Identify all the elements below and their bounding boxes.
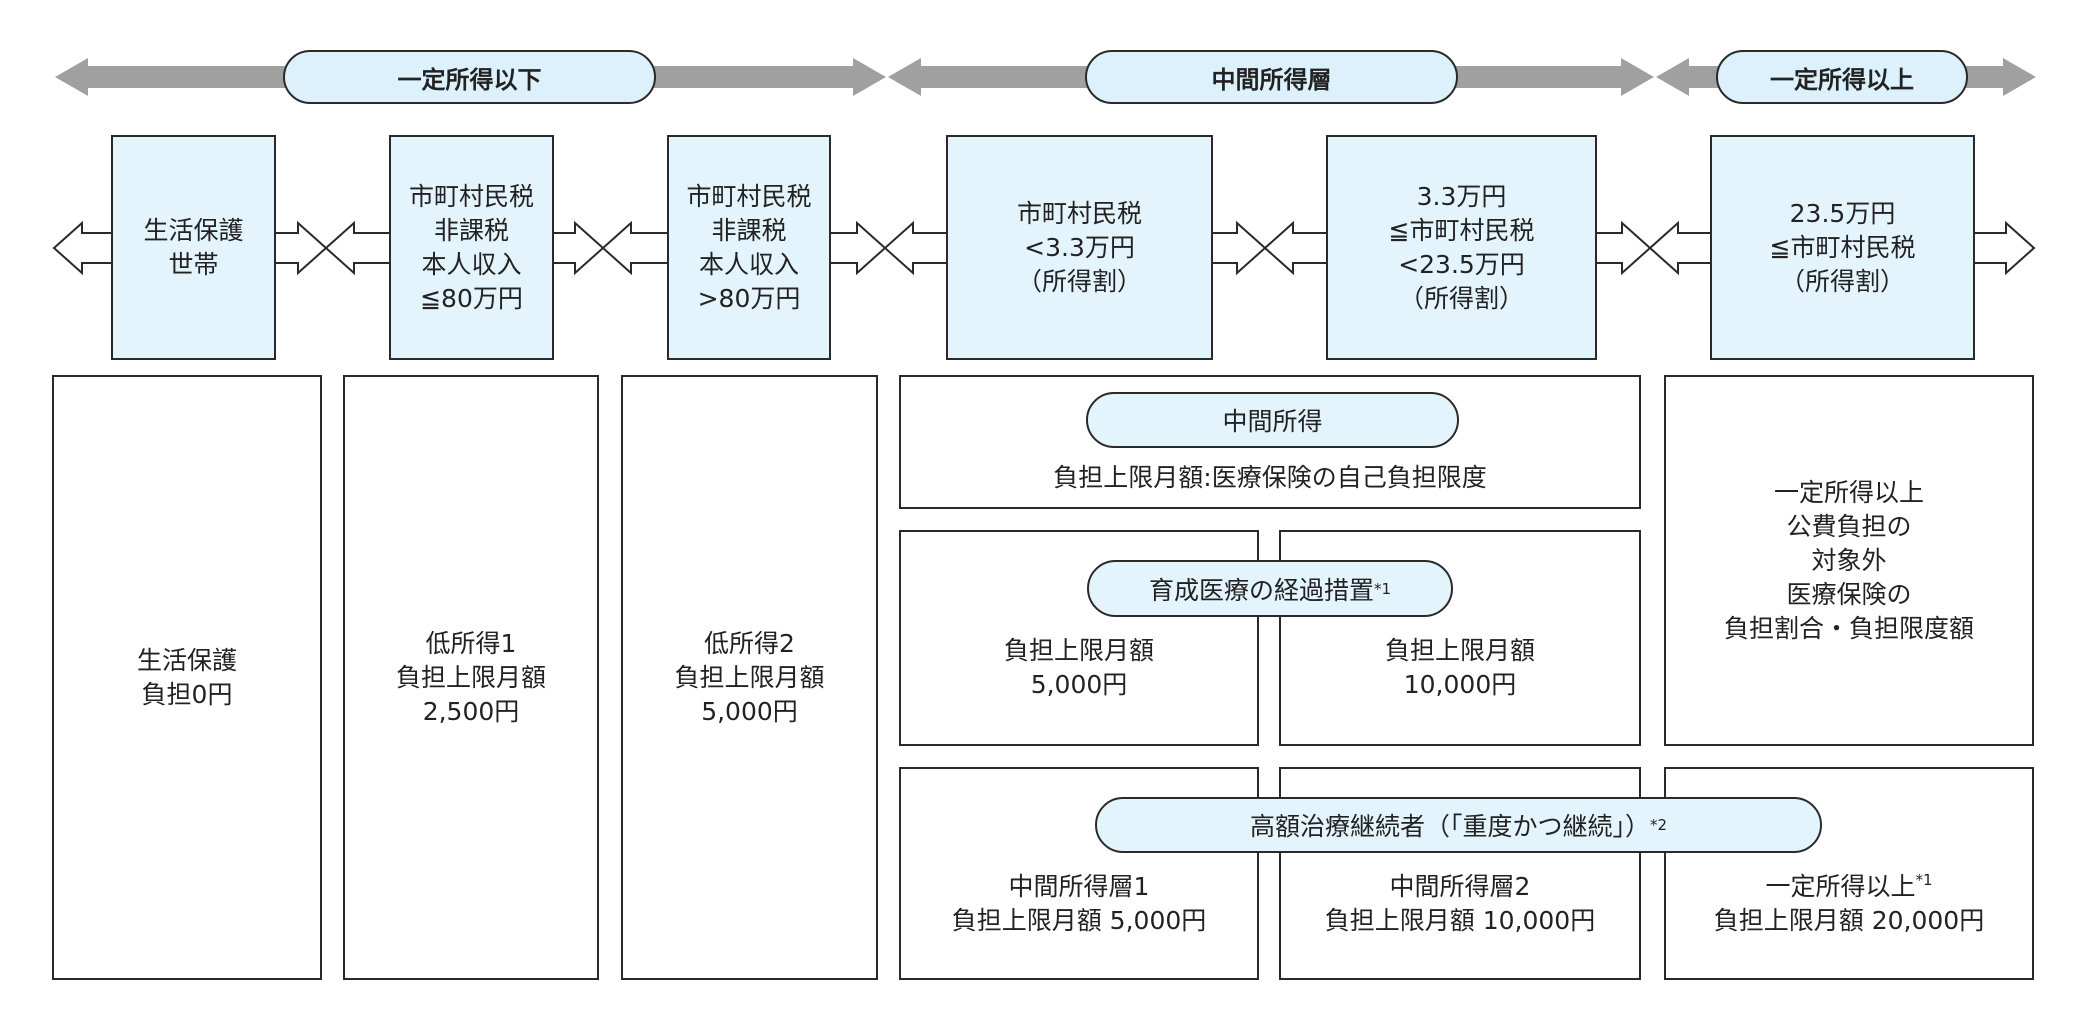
box-line: 10,000円 [1403,670,1517,699]
column-line: 低所得1 [425,628,517,658]
tier-line: （所得割） [1016,266,1142,296]
column-line: 負担割合・負担限度額 [1723,613,1974,643]
tier-middle2: 3.3万円 ≦市町村民税 <23.5万円 （所得割） [1326,135,1597,360]
column-line: 負担上限月額 [395,662,546,692]
band-label-middle: 中間所得層 [1085,50,1458,104]
column-welfare: 生活保護 負担0円 [52,375,322,980]
column-high: 一定所得以上 公費負担の 対象外 医療保険の 負担割合・負担限度額 [1664,375,2034,746]
tier-line: 市町村民税 [1016,198,1142,228]
tier-arrow-4-5b [1263,220,1328,276]
column-line: 対象外 [1811,545,1887,575]
tier-arrow-3-4 [829,220,887,276]
column-line: 5,000円 [701,696,798,726]
box-line: 負担上限月額 [1384,636,1535,665]
tier-line: （所得割） [1398,283,1524,313]
high-cost-pill: 高額治療継続者（「重度かつ継続」）*2 [1095,797,1822,853]
tier-middle1: 市町村民税 <3.3万円 （所得割） [946,135,1213,360]
tier-line: 生活保護 [143,215,244,245]
column-line: 公費負担の [1786,511,1912,541]
high-cost-high-label: 一定所得以上 [1765,871,1916,901]
tier-line: ≦80万円 [420,283,523,313]
box-line: 負担上限月額 20,000円 [1713,905,1985,935]
high-cost-pill-label: 高額治療継続者（「重度かつ継続」） [1249,812,1650,841]
tier-line: <3.3万円 [1024,232,1135,262]
tier-arrow-1-2b [324,220,391,276]
column-line: 負担0円 [141,679,233,709]
tier-line: 本人収入 [698,249,799,279]
band-label-low: 一定所得以下 [283,50,656,104]
tier-arrow-2-3b [601,220,669,276]
box-line: 5,000円 [1030,670,1128,699]
tier-line: >80万円 [697,283,801,313]
tier-line: 非課税 [433,215,509,245]
column-line: 医療保険の [1786,579,1912,609]
column-line: 負担上限月額 [674,662,825,692]
tier-line: 世帯 [168,249,219,279]
tier-line: 市町村民税 [686,181,812,211]
box-line: 中間所得層2 [1389,871,1531,901]
tier-high: 23.5万円 ≦市町村民税 （所得割） [1710,135,1975,360]
tier-line: 3.3万円 [1416,181,1507,211]
transitional-pill: 育成医療の経過措置*1 [1087,560,1453,617]
column-line: 生活保護 [136,645,237,675]
tier-arrow-left-end [52,220,113,276]
band-label-high: 一定所得以上 [1716,50,1968,104]
footnote-mark: *1 [1915,870,1933,889]
tier-line: （所得割） [1779,266,1905,296]
box-line: 一定所得以上*1 [1765,870,1932,904]
middle-income-pill: 中間所得 [1086,392,1459,448]
tier-line: 非課税 [711,215,787,245]
transitional-pill-label: 育成医療の経過措置 [1148,575,1374,605]
tier-arrow-5-6 [1595,220,1652,276]
tier-line: 23.5万円 [1789,198,1896,228]
column-low2: 低所得2 負担上限月額 5,000円 [621,375,878,980]
column-line: 2,500円 [422,696,520,726]
tier-line: 本人収入 [421,249,522,279]
middle-income-text: 負担上限月額:医療保険の自己負担限度 [1053,463,1487,492]
tier-arrow-1-2 [274,220,328,276]
tier-line: ≦市町村民税 [1769,232,1916,262]
tier-arrow-2-3 [552,220,605,276]
box-line: 負担上限月額 10,000円 [1324,905,1596,935]
column-low1: 低所得1 負担上限月額 2,500円 [343,375,599,980]
tier-arrow-5-6b [1648,220,1712,276]
column-line: 一定所得以上 [1773,477,1924,507]
tier-arrow-3-4b [883,220,948,276]
tier-low2: 市町村民税 非課税 本人収入 >80万円 [667,135,831,360]
tier-arrow-right-end [1973,220,2036,276]
tier-welfare: 生活保護 世帯 [111,135,276,360]
box-line: 負担上限月額 [1003,636,1154,665]
column-line: 低所得2 [704,628,795,658]
tier-line: 市町村民税 [408,181,534,211]
tier-line: <23.5万円 [1398,249,1525,279]
box-line: 中間所得層1 [1008,871,1150,901]
tier-arrow-4-5 [1211,220,1267,276]
tier-line: ≦市町村民税 [1388,215,1535,245]
box-line: 負担上限月額 5,000円 [951,905,1207,935]
tier-low1: 市町村民税 非課税 本人収入 ≦80万円 [389,135,554,360]
